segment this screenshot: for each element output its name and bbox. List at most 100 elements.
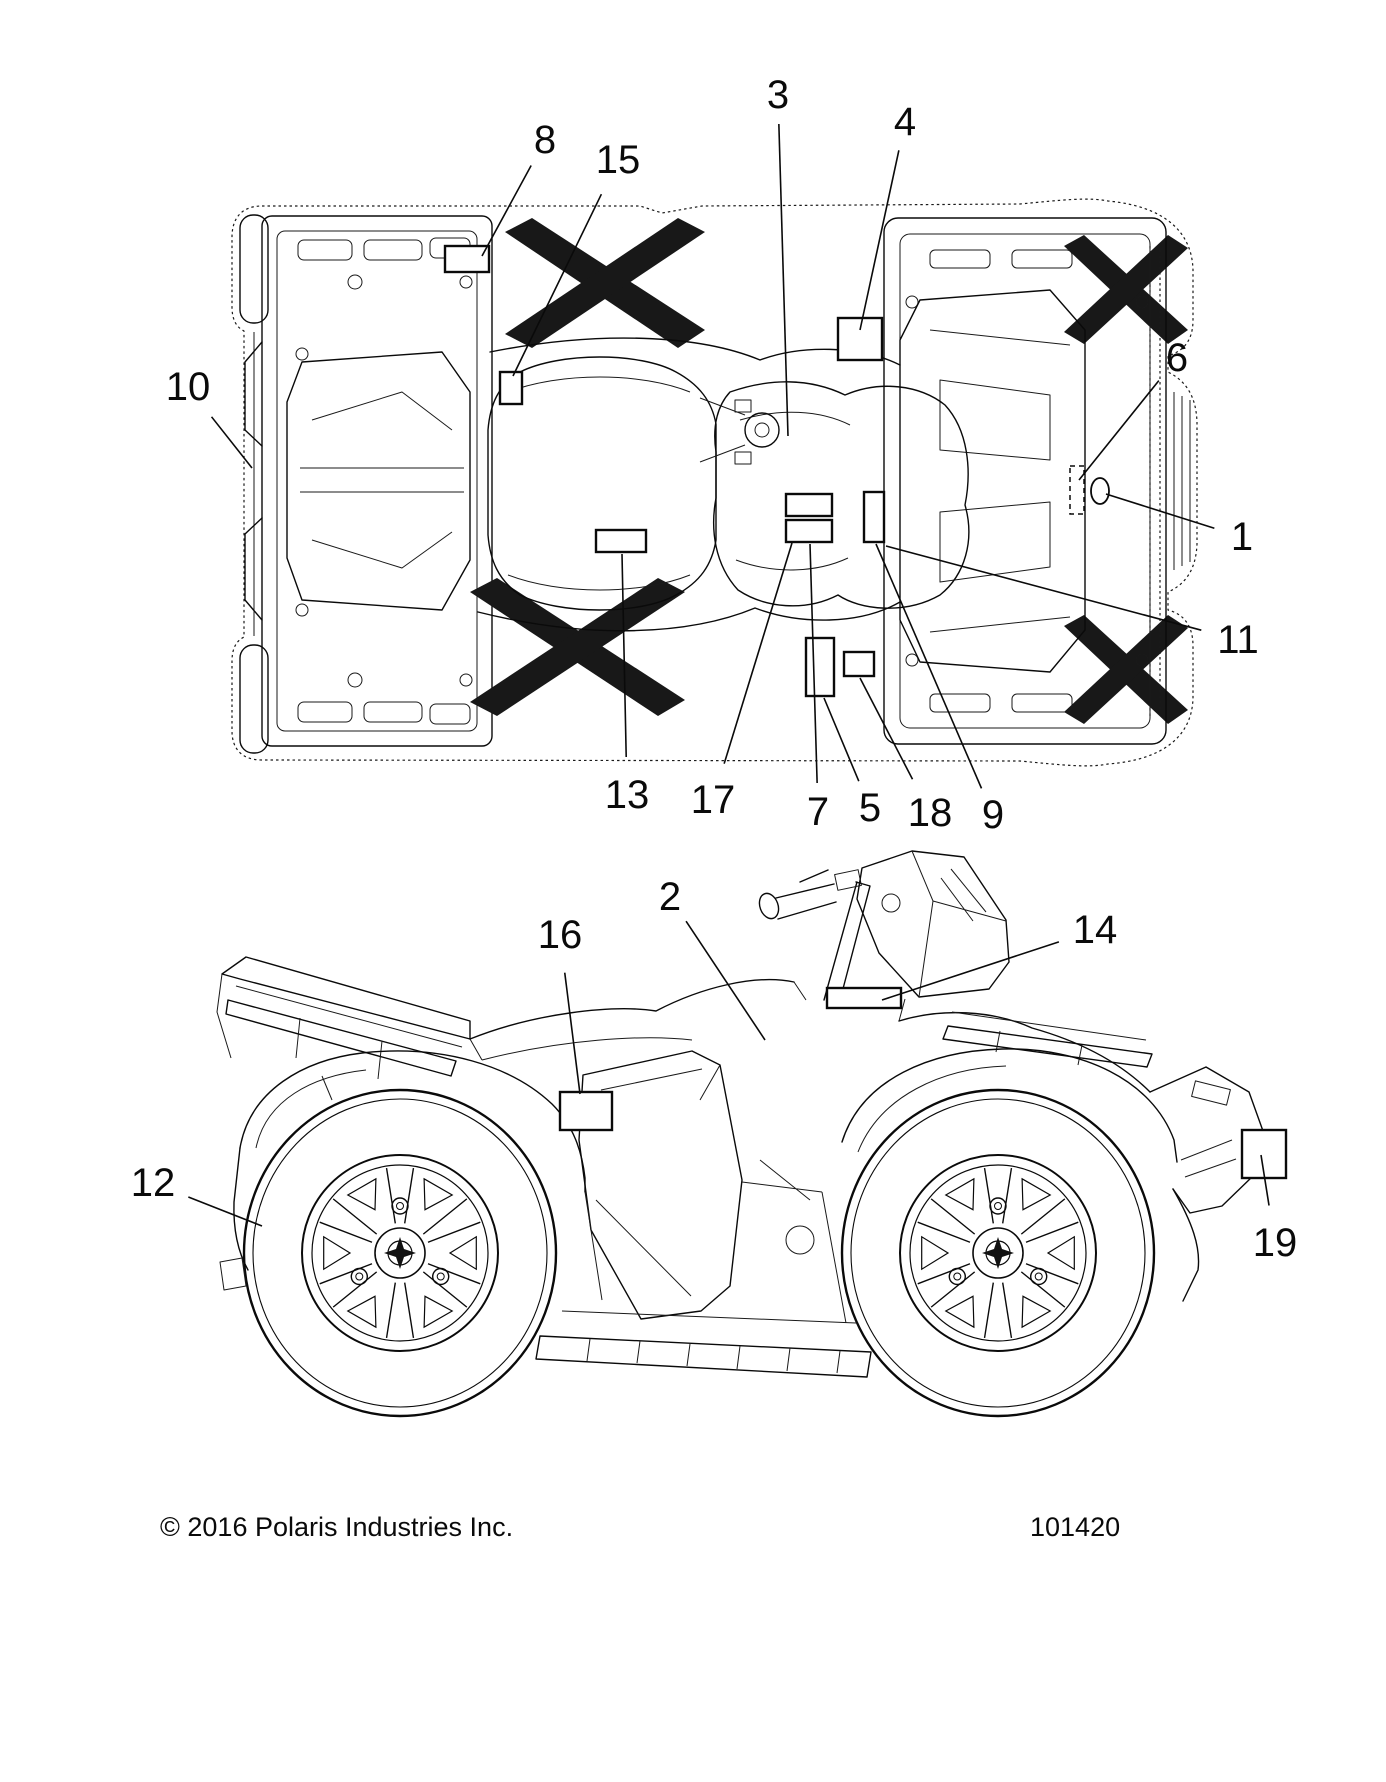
callout-10[interactable]: 10	[166, 365, 211, 409]
leader-line-13	[621, 553, 628, 758]
decal-layer	[443, 244, 1288, 1180]
spoke-cutout	[323, 1235, 352, 1271]
leader-line-3	[778, 123, 789, 437]
leader-line-15	[512, 193, 603, 377]
spoke-cutout	[1046, 1235, 1075, 1271]
callout-17[interactable]: 17	[691, 778, 736, 822]
lug-nut	[989, 1197, 1007, 1215]
callout-3[interactable]: 3	[767, 73, 789, 117]
leader-line-12	[188, 1196, 263, 1227]
leader-line-14	[881, 941, 1060, 1001]
leader-line-6	[1078, 380, 1160, 481]
decal-9	[862, 490, 886, 544]
spoke-edge	[983, 1282, 994, 1339]
leader-line-16	[563, 972, 581, 1095]
front-wheel	[840, 1088, 1156, 1418]
spoke-cutout	[346, 1295, 377, 1329]
lug-nut	[948, 1267, 966, 1286]
callout-7[interactable]: 7	[807, 790, 829, 834]
decal-18	[842, 650, 876, 678]
callout-14[interactable]: 14	[1073, 908, 1118, 952]
spoke-edge	[983, 1167, 994, 1224]
decal-1	[1090, 477, 1110, 505]
spoke-edge	[422, 1198, 468, 1235]
spoke-edge	[1025, 1221, 1079, 1243]
tire-outline	[840, 1088, 1156, 1418]
spoke-edge	[404, 1167, 415, 1224]
callout-18[interactable]: 18	[908, 791, 953, 835]
spoke-edge	[917, 1221, 971, 1243]
callout-19[interactable]: 19	[1253, 1221, 1298, 1265]
spoke-cutout	[944, 1295, 975, 1329]
tire-inner-line	[252, 1098, 548, 1408]
star-emblem-icon	[384, 1237, 416, 1269]
spoke-edge	[930, 1198, 976, 1235]
rear-wheel	[242, 1088, 558, 1418]
callout-9[interactable]: 9	[982, 793, 1004, 837]
spoke-edge	[1025, 1263, 1079, 1285]
spoke-edge	[385, 1167, 396, 1224]
lug-nut-center	[1034, 1272, 1043, 1281]
callout-11[interactable]: 11	[1217, 618, 1259, 662]
tire-outline	[242, 1088, 558, 1418]
callout-6[interactable]: 6	[1166, 336, 1188, 380]
tire-inner-line	[850, 1098, 1146, 1408]
copyright-text: © 2016 Polaris Industries Inc.	[160, 1512, 513, 1542]
callout-4[interactable]: 4	[894, 100, 916, 144]
lug-nut-center	[396, 1202, 404, 1210]
callout-2[interactable]: 2	[659, 875, 681, 919]
spoke-edge	[332, 1198, 378, 1235]
leader-line-4	[859, 150, 900, 331]
callout-15[interactable]: 15	[596, 138, 641, 182]
leader-line-5	[823, 697, 860, 782]
callout-1[interactable]: 1	[1231, 515, 1253, 559]
spoke-edge	[930, 1271, 976, 1308]
decal-8	[443, 244, 491, 274]
spoke-cutout	[1021, 1295, 1052, 1329]
lug-nut-center	[436, 1272, 445, 1281]
spoke-edge	[427, 1221, 481, 1243]
rim-outer	[899, 1154, 1097, 1352]
leader-line-1	[1105, 493, 1215, 530]
lug-nut-center	[953, 1272, 962, 1281]
callout-12[interactable]: 12	[131, 1161, 176, 1205]
spoke-edge	[385, 1282, 396, 1339]
top-view-drawing	[231, 198, 1198, 767]
spoke-cutout	[448, 1235, 477, 1271]
lug-nut-center	[994, 1202, 1002, 1210]
star-emblem-icon	[982, 1237, 1014, 1269]
spoke-cutout	[423, 1177, 454, 1211]
lug-nut-center	[355, 1272, 364, 1281]
spoke-edge	[1020, 1271, 1066, 1308]
spoke-edge	[1020, 1198, 1066, 1235]
leader-line-2	[685, 920, 766, 1041]
hub	[972, 1227, 1024, 1279]
spoke-cutout	[944, 1177, 975, 1211]
spoke-edge	[404, 1282, 415, 1339]
spoke-edge	[319, 1221, 373, 1243]
leader-line-8	[481, 165, 532, 257]
callout-8[interactable]: 8	[534, 118, 556, 162]
decal-17	[784, 492, 834, 518]
callout-13[interactable]: 13	[605, 773, 650, 817]
leader-line-10	[210, 416, 253, 469]
decal-5	[804, 636, 836, 698]
decal-13	[594, 528, 648, 554]
decal-14	[825, 986, 903, 1010]
spoke-cutout	[1021, 1177, 1052, 1211]
decal-16	[558, 1090, 614, 1132]
part-number: 101420	[1030, 1512, 1120, 1542]
rim-outer	[301, 1154, 499, 1352]
lug-nut	[432, 1267, 450, 1286]
lug-nut	[391, 1197, 409, 1215]
leader-line-9	[875, 543, 983, 789]
spoke-cutout	[921, 1235, 950, 1271]
spoke-edge	[332, 1271, 378, 1308]
leader-line-19	[1260, 1154, 1270, 1206]
callout-16[interactable]: 16	[538, 913, 583, 957]
leader-line-17	[723, 542, 793, 764]
callout-5[interactable]: 5	[859, 786, 881, 830]
leader-line-18	[859, 677, 914, 780]
